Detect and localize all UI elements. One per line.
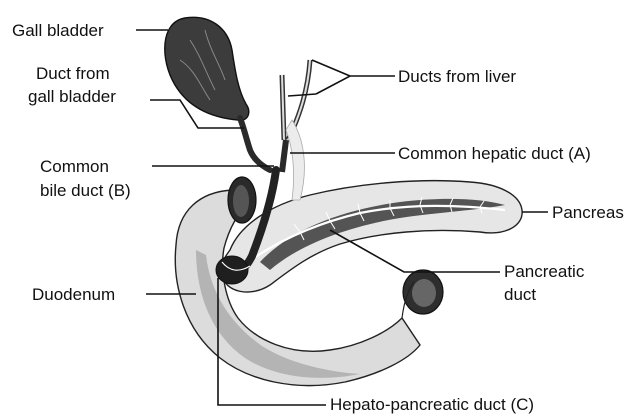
label-common-bile-line2: bile duct (B) [40,181,131,200]
label-duodenum: Duodenum [32,285,115,304]
label-pancreatic-line1: Pancreatic [504,262,585,281]
gall-bladder-shape [165,17,249,120]
label-common-hepatic: Common hepatic duct (A) [398,144,591,163]
label-pancreas: Pancreas [552,203,624,222]
label-duct-from-gb-line1: Duct from [36,64,110,83]
cystic-duct [240,118,270,170]
common-hepatic-duct [282,140,286,172]
pancreas-shape [221,181,522,292]
label-gall-bladder: Gall bladder [12,21,104,40]
label-ducts-from-liver: Ducts from liver [398,67,516,86]
label-common-bile-line1: Common [40,157,109,176]
label-duct-from-gb-line2: gall bladder [28,87,116,106]
label-pancreatic-line2: duct [504,285,536,304]
label-hepato-pancreatic: Hepato-pancreatic duct (C) [330,395,534,414]
